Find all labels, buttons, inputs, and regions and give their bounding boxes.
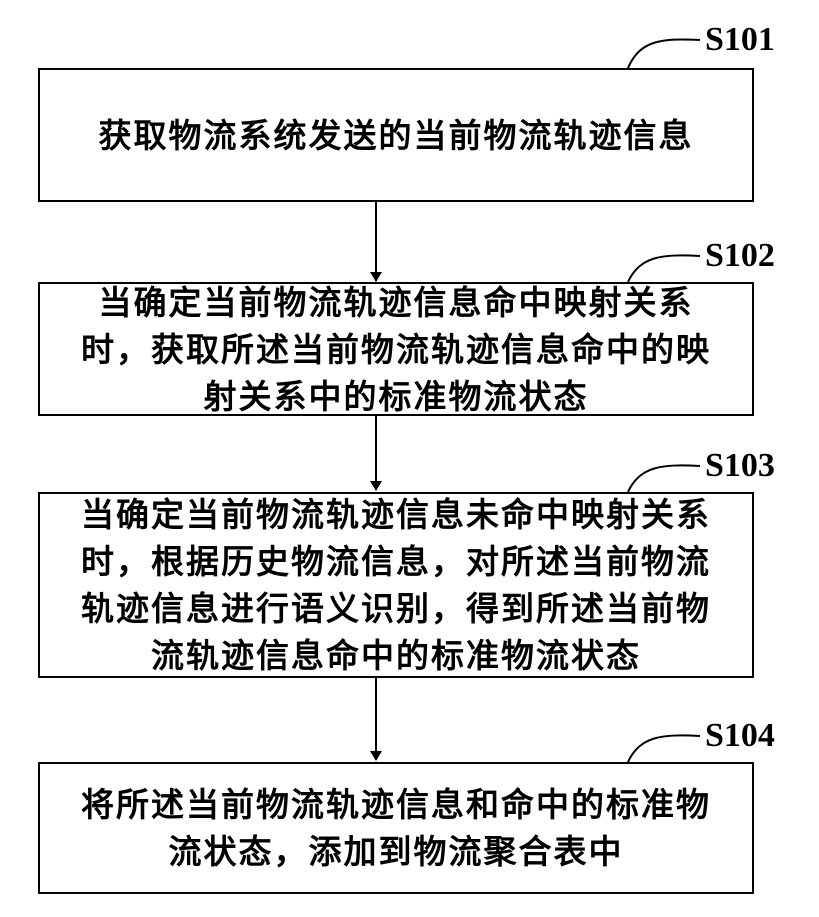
step-box-s104: 将所述当前物流轨迹信息和命中的标准物 流状态，添加到物流聚合表中 [38, 762, 754, 894]
step-text-s103: 当确定当前物流轨迹信息未命中映射关系 时，根据历史物流信息，对所述当前物流 轨迹… [81, 491, 711, 679]
step-box-s101: 获取物流系统发送的当前物流轨迹信息 [38, 68, 754, 202]
leader-curve-s103 [628, 465, 700, 492]
step-text-s101: 获取物流系统发送的当前物流轨迹信息 [99, 112, 694, 159]
leader-curve-s101 [628, 39, 700, 68]
step-label-s104: S104 [705, 719, 775, 753]
step-text-s104: 将所述当前物流轨迹信息和命中的标准物 流状态，添加到物流聚合表中 [81, 781, 711, 875]
leader-curve-s104 [628, 735, 700, 762]
step-box-s103: 当确定当前物流轨迹信息未命中映射关系 时，根据历史物流信息，对所述当前物流 轨迹… [38, 492, 754, 678]
step-label-s103: S103 [705, 449, 775, 483]
step-text-s102: 当确定当前物流轨迹信息命中映射关系 时，获取所述当前物流轨迹信息命中的映 射关系… [81, 279, 711, 420]
step-box-s102: 当确定当前物流轨迹信息命中映射关系 时，获取所述当前物流轨迹信息命中的映 射关系… [38, 282, 754, 416]
step-label-s102: S102 [705, 239, 775, 273]
step-label-s101: S101 [705, 23, 775, 57]
